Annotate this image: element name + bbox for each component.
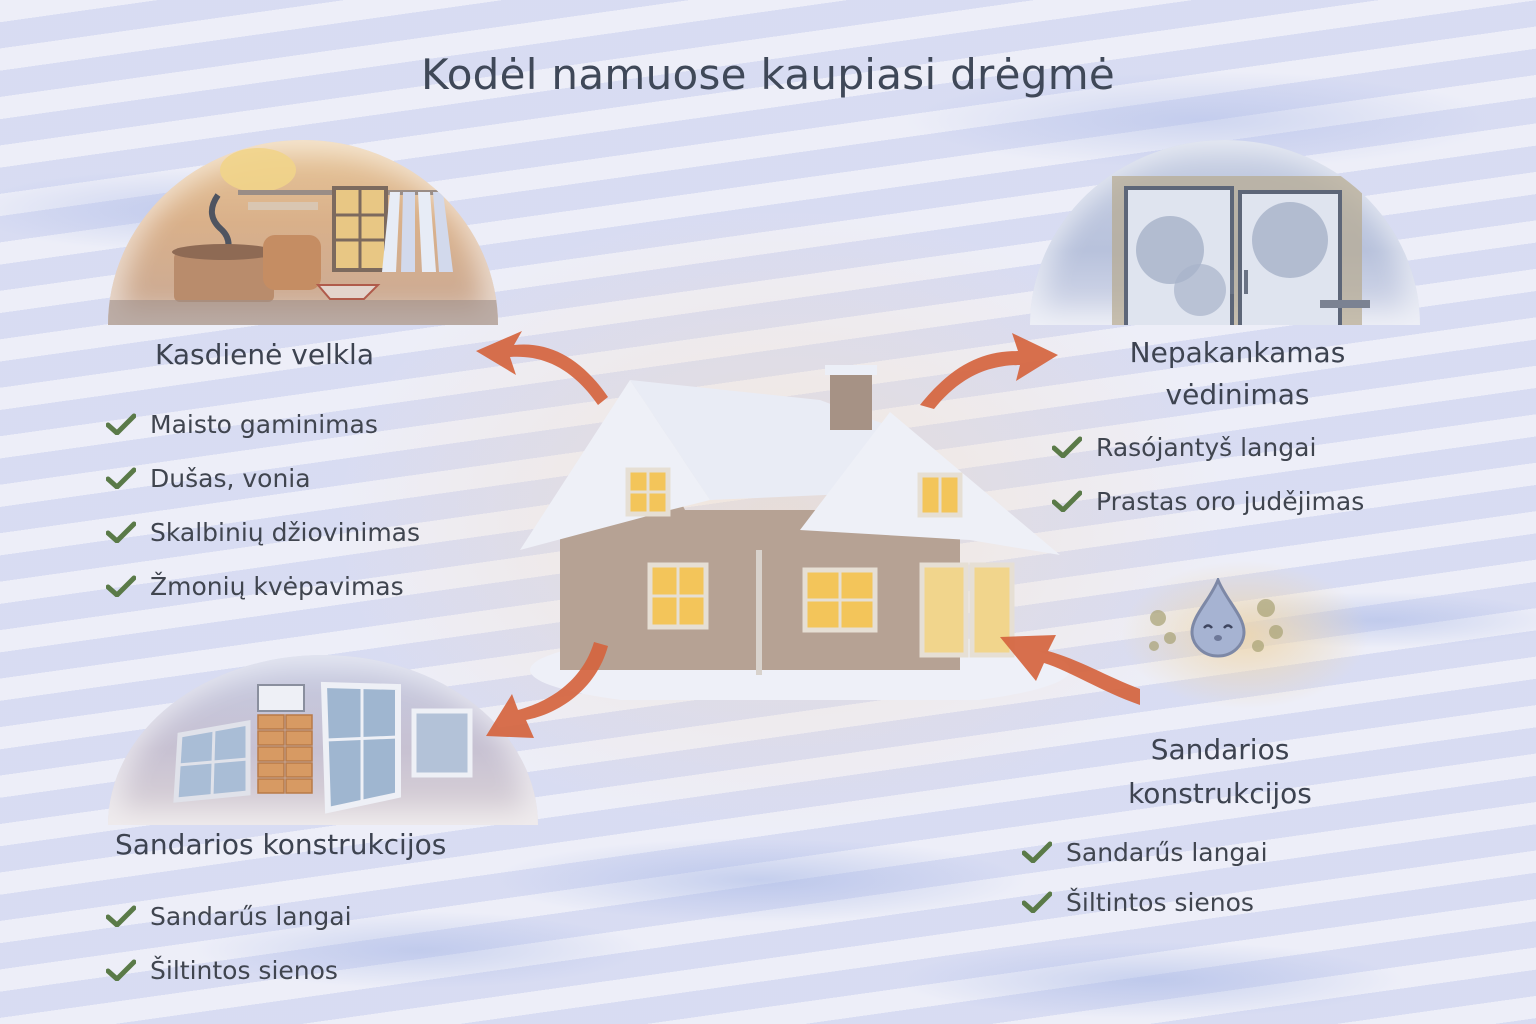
- daily-moisture-list: Maisto gaminimas Dušas, vonia Skalbinių …: [106, 397, 420, 613]
- list-item: Prastas oro judějimas: [1052, 474, 1364, 528]
- list-item: Sandarűs langai: [1022, 825, 1268, 879]
- curved-arrow-icon: [486, 642, 608, 738]
- water-droplet-icon: [1149, 575, 1283, 658]
- sealed-constructions-right-list: Sandarűs langai Šiltintos sienos: [1022, 825, 1268, 925]
- list-item: Šiltintos sienos: [1022, 879, 1268, 925]
- check-icon: [106, 575, 136, 597]
- check-icon: [106, 521, 136, 543]
- curved-arrow-icon: [920, 333, 1058, 409]
- list-item: Maisto gaminimas: [106, 397, 420, 451]
- section-heading-sealed-constructions-right: Sandarios konstrukcijos: [1128, 733, 1312, 810]
- check-icon: [1022, 891, 1052, 913]
- curved-arrow-icon: [476, 331, 608, 405]
- check-icon: [106, 413, 136, 435]
- list-item: Dušas, vonia: [106, 451, 420, 505]
- check-icon: [1022, 841, 1052, 863]
- sealed-constructions-left-list: Sandarűs langai Šiltintos sienos: [106, 889, 352, 997]
- check-icon: [1052, 436, 1082, 458]
- check-icon: [1052, 490, 1082, 512]
- section-heading-insufficient-ventilation: Nepakankamas vėdinimas: [1129, 336, 1346, 411]
- section-heading-daily-moisture: Kasdienė velkla: [155, 338, 374, 371]
- list-item: Šiltintos sienos: [106, 943, 352, 997]
- page-title: Kodėl namuose kaupiasi drėgmė: [420, 50, 1116, 99]
- check-icon: [106, 959, 136, 981]
- snowy-house-illustration: [520, 360, 1080, 710]
- section-heading-sealed-constructions-left: Sandarios konstrukcijos: [115, 828, 447, 861]
- check-icon: [106, 905, 136, 927]
- list-item: Skalbinių džiovinimas: [106, 505, 420, 559]
- list-item: Rasójantyš langai: [1052, 420, 1364, 474]
- list-item: Sandarűs langai: [106, 889, 352, 943]
- ventilation-list: Rasójantyš langai Prastas oro judějimas: [1052, 420, 1364, 528]
- check-icon: [106, 467, 136, 489]
- list-item: Žmonių kvėpavimas: [106, 559, 420, 613]
- curved-arrow-icon: [1000, 635, 1140, 705]
